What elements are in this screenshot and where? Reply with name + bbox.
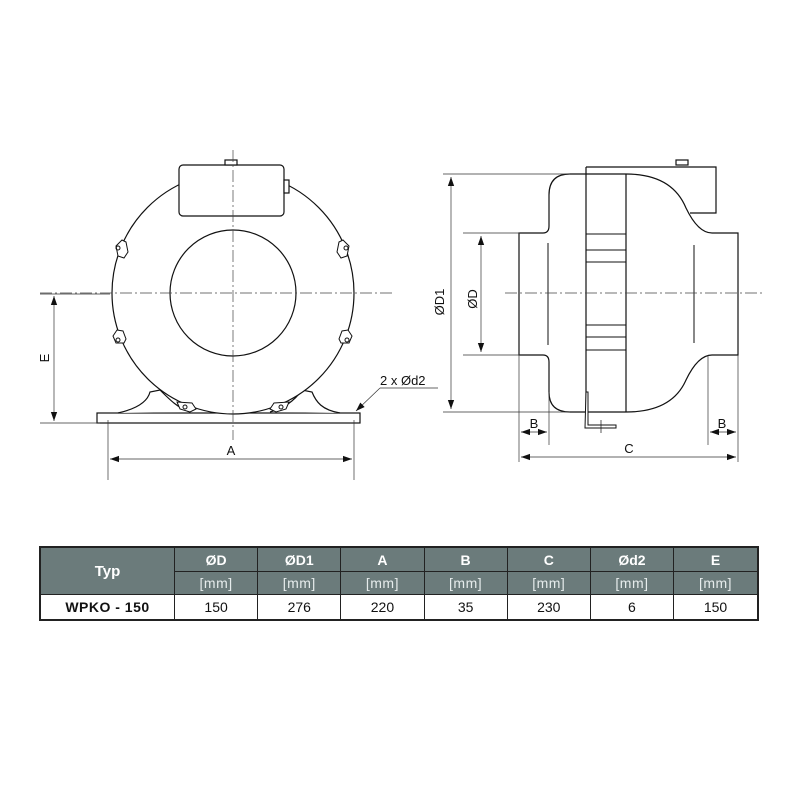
dim-label-D1: ØD1 [432, 289, 447, 316]
value-E: 150 [673, 594, 759, 621]
header-D: ØD [173, 546, 259, 572]
dim-label-E: E [37, 353, 52, 362]
dim-label-C: C [624, 441, 633, 456]
dimensions-table: Typ ØD ØD1 A B C Ød2 E [mm] [mm] [mm] [m… [39, 546, 759, 621]
table-unit-row: [mm] [mm] [mm] [mm] [mm] [mm] [mm] [40, 571, 759, 595]
header-type: Typ [39, 546, 175, 595]
clamp-lugs [112, 239, 353, 413]
unit-B: [mm] [423, 571, 508, 595]
front-view [96, 159, 361, 424]
header-E: E [673, 546, 759, 572]
header-D1: ØD1 [257, 546, 342, 572]
header-B: B [423, 546, 508, 572]
unit-D1: [mm] [257, 571, 342, 595]
base-plate [96, 389, 361, 424]
unit-E: [mm] [673, 571, 759, 595]
unit-d2: [mm] [589, 571, 675, 595]
row-type: WPKO - 150 [39, 594, 175, 621]
terminal-box [178, 164, 285, 217]
value-B: 35 [423, 594, 508, 621]
side-view [518, 159, 739, 433]
dim-label-D: ØD [465, 289, 480, 309]
table-header-row: Typ ØD ØD1 A B C Ød2 E [39, 546, 759, 595]
table-row: WPKO - 150 150 276 220 35 230 6 150 [39, 594, 759, 621]
technical-drawing: A E 2 x Ød2 [37, 150, 762, 480]
front-centerlines [40, 150, 395, 440]
header-d2: Ød2 [589, 546, 675, 572]
side-dimensions [443, 173, 739, 462]
unit-C: [mm] [506, 571, 591, 595]
value-A: 220 [340, 594, 425, 621]
unit-D: [mm] [173, 571, 259, 595]
dim-label-mounting-holes: 2 x Ød2 [380, 373, 426, 388]
header-C: C [506, 546, 591, 572]
value-D1: 276 [257, 594, 342, 621]
value-D: 150 [173, 594, 259, 621]
unit-A: [mm] [340, 571, 425, 595]
value-C: 230 [506, 594, 591, 621]
front-dimensions [40, 293, 438, 480]
dim-label-B-right: B [718, 416, 727, 431]
value-d2: 6 [589, 594, 675, 621]
dim-label-B-left: B [530, 416, 539, 431]
header-A: A [340, 546, 425, 572]
dim-label-A: A [227, 443, 236, 458]
